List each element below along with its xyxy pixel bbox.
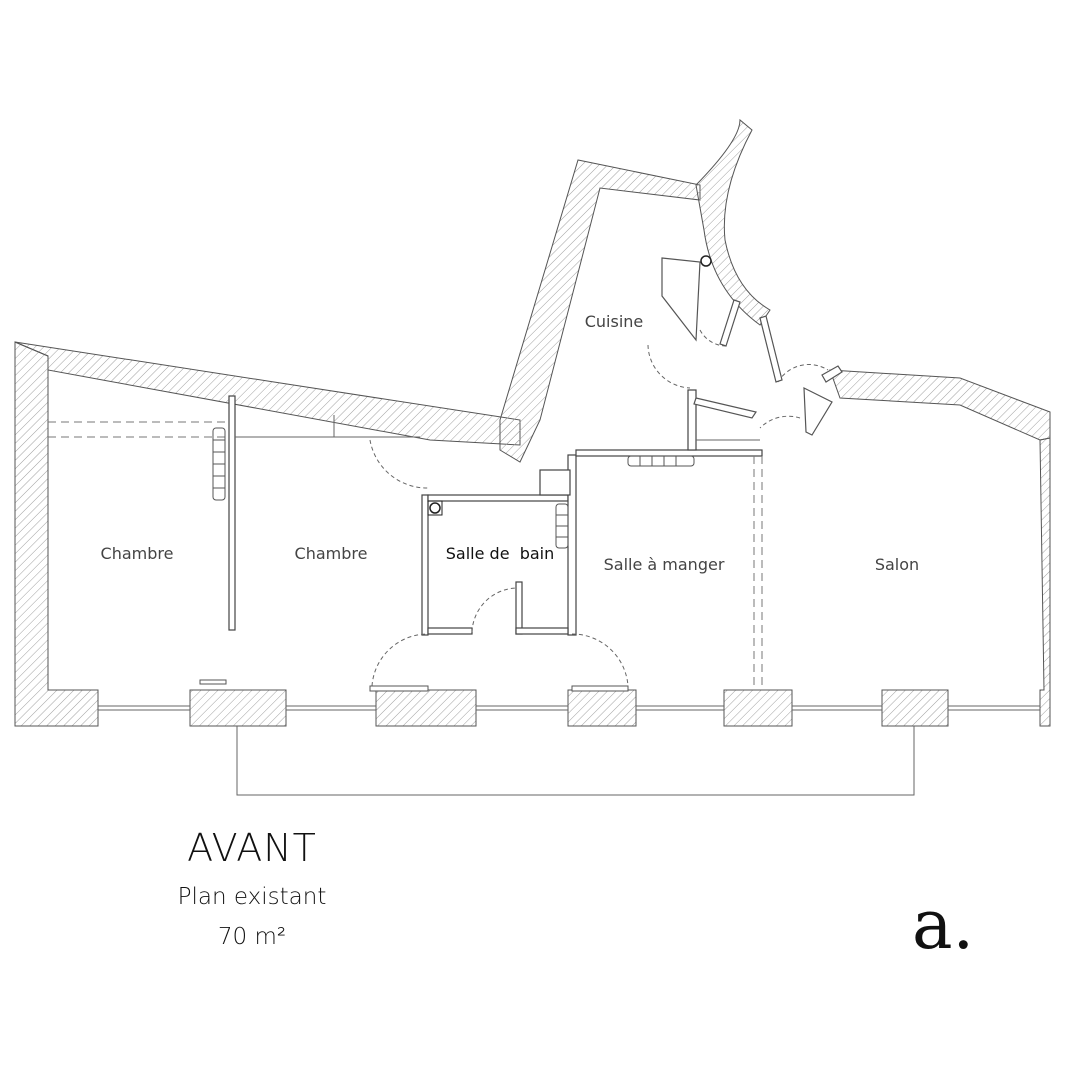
radiators bbox=[212, 427, 695, 549]
dashed-lines bbox=[48, 421, 763, 690]
room-label-salle-a-manger: Salle à manger bbox=[604, 555, 725, 574]
outer-walls bbox=[14, 118, 1051, 727]
room-label-chambre-1: Chambre bbox=[101, 544, 174, 563]
brand-logo: a. bbox=[912, 886, 975, 965]
plan-area: 70 m² bbox=[217, 924, 287, 950]
interior-walls bbox=[228, 389, 763, 636]
room-label-chambre-2: Chambre bbox=[295, 544, 368, 563]
plan-title: AVANT bbox=[187, 826, 317, 870]
balcony-outline bbox=[236, 726, 915, 796]
door-sills bbox=[199, 679, 629, 692]
room-label-salle-de-bain: Salle de bain bbox=[446, 544, 555, 563]
bottom-windows bbox=[98, 705, 1040, 711]
room-label-cuisine: Cuisine bbox=[585, 312, 644, 331]
room-label-salon: Salon bbox=[875, 555, 919, 574]
kitchen-doors bbox=[661, 257, 843, 436]
door-swings bbox=[369, 329, 829, 687]
plan-subtitle: Plan existant bbox=[177, 884, 327, 910]
pipes bbox=[427, 255, 712, 516]
partition-lines bbox=[235, 415, 760, 441]
